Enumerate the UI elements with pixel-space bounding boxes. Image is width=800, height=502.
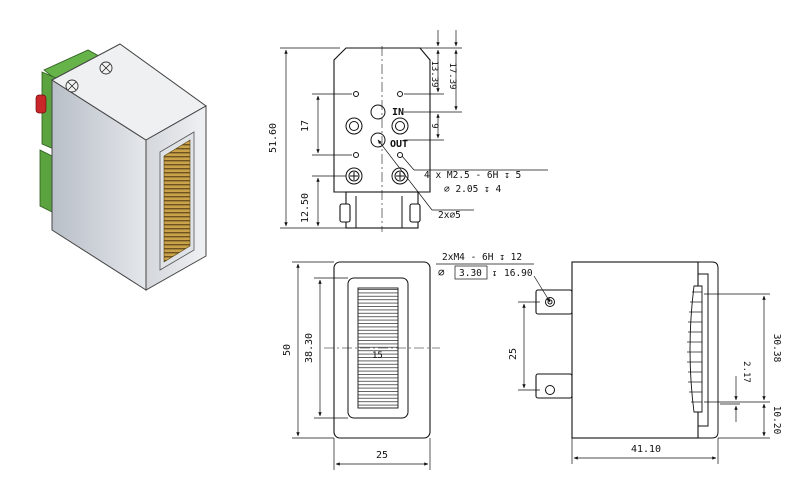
svg-text:↧: ↧ — [492, 269, 497, 279]
isometric-view — [35, 43, 207, 291]
out-port-icon — [370, 132, 386, 148]
in-port-icon — [370, 104, 386, 120]
dim-top-hole-b: 17.39 — [447, 62, 457, 89]
holes-callout: 2x⌀5 — [438, 210, 461, 221]
dim-bottom-height: 50 — [282, 344, 293, 356]
dim-top-hole-a: 13.39 — [429, 60, 439, 87]
thread-callout-line2: ⌀ 2.05 ↧ 4 — [444, 184, 501, 195]
mount-hole-icon — [545, 385, 555, 395]
dim-offset-bottom: 10.20 — [771, 406, 782, 435]
dim-window: 30.38 — [771, 334, 782, 363]
dim-tab-spacing: 25 — [508, 348, 519, 360]
fin-edge — [687, 291, 702, 403]
dim-bottom-offset: 12.50 — [300, 193, 311, 223]
thread-callout-line1: 4 x M2.5 - 6H ↧ 5 — [424, 170, 521, 181]
small-hole-icon — [397, 91, 403, 97]
center-mark: 15 — [372, 351, 383, 361]
dim-depth: 41.10 — [631, 444, 661, 455]
dim-window-height: 38.30 — [304, 333, 315, 363]
mount-hole-icon — [545, 297, 555, 307]
dim-vertical-pitch: 17 — [300, 120, 311, 132]
dim-offset-small: 2.17 — [741, 361, 751, 383]
small-hole-icon — [353, 91, 359, 97]
in-label: IN — [392, 107, 404, 118]
out-label: OUT — [390, 139, 408, 150]
dim-total-height: 51.60 — [268, 123, 279, 153]
small-hole-icon — [353, 152, 359, 158]
side-callout-rest: 16.90 — [504, 268, 533, 279]
front-view: IN OUT 51.60 17 12.50 13.39 17.39 9 4 x … — [268, 30, 548, 232]
side-view: 2xM4 - 6H ↧ 12 ⌀ 3.30 ↧ 16.90 25 41.10 3… — [436, 252, 782, 464]
side-callout-box: 3.30 — [459, 268, 482, 279]
dim-port-gap: 9 — [429, 123, 439, 128]
red-connector-icon — [35, 94, 47, 114]
dim-bottom-width: 25 — [376, 450, 388, 461]
side-callout-line1: 2xM4 - 6H ↧ 12 — [442, 252, 522, 263]
small-hole-icon — [397, 152, 403, 158]
side-callout-symbol: ⌀ — [438, 266, 445, 279]
bottom-view: 15 50 38.30 25 — [282, 261, 440, 470]
